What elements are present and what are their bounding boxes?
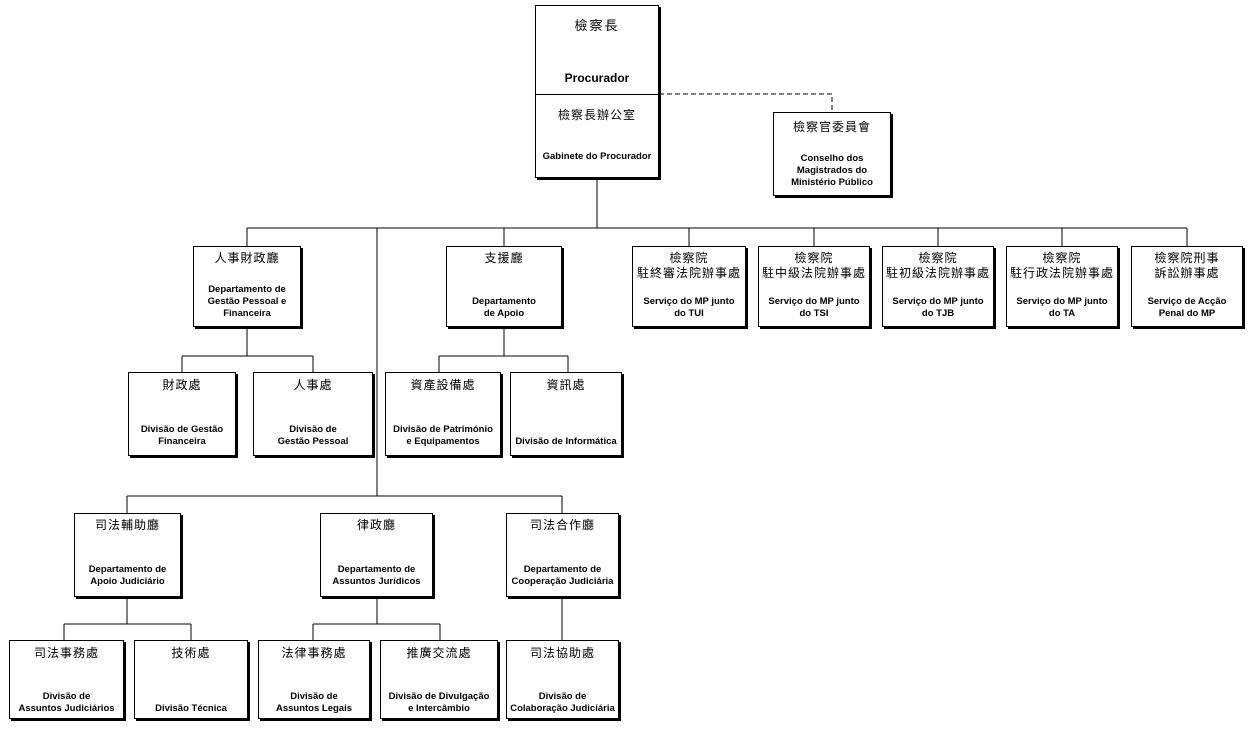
dept-judicial-cooperation-node: 司法合作廳 Departamento de Cooperação Judiciá… [506,513,619,597]
node-title-pt: Divisão de Informática [515,436,617,447]
node-title-zh: 司法事務處 [33,646,99,660]
procurator-node: 檢察長 Procurador 檢察長辦公室 Gabinete do Procur… [535,5,659,178]
node-title-pt: Divisão de Colaboração Judiciária [510,691,615,714]
div-judicial-collaboration-node: 司法協助處 Divisão de Colaboração Judiciária [506,640,619,719]
node-title-pt: Divisão de Gestão Financeira [140,424,224,447]
node-title-pt: Departamento de Apoio [472,296,536,319]
node-title-pt: Departamento de Gestão Pessoal e Finance… [207,284,287,319]
div-legal-affairs-node: 法律事務處 Divisão de Assuntos Legais [258,640,370,719]
div-personnel-node: 人事處 Divisão de Gestão Pessoal [253,372,373,456]
div-it-node: 資訊處 Divisão de Informática [510,372,622,456]
node-title-zh: 人事處 [293,378,333,392]
dept-legal-affairs-node: 律政廳 Departamento de Assuntos Jurídicos [320,513,433,597]
node-title-zh: 財政處 [162,378,202,392]
node-title-pt: Divisão Técnica [155,703,227,714]
div-assets-node: 資產設備處 Divisão de Património e Equipament… [385,372,501,456]
dept-support-node: 支援廳 Departamento de Apoio [446,246,562,327]
node-title-pt: Divisão de Assuntos Legais [275,691,353,714]
node-title-pt: Serviço do MP junto do TA [1016,296,1108,319]
node-title-pt: Departamento de Cooperação Judiciária [511,564,614,587]
node-title-zh: 資訊處 [546,378,586,392]
node-title-pt: Divisão de Assuntos Judiciários [18,691,115,714]
mp-tui-node: 檢察院 駐終審法院辦事處 Serviço do MP junto do TUI [632,246,746,327]
node-title-zh: 司法合作廳 [529,518,595,532]
council-title-zh: 檢察官委員會 [792,120,871,134]
node-title-pt: Divisão de Divulgação e Intercâmbio [388,691,490,714]
node-title-zh: 推廣交流處 [406,646,472,660]
node-title-zh: 檢察院 駐初級法院辦事處 [885,251,990,280]
node-title-pt: Serviço do MP junto do TSI [768,296,860,319]
node-title-zh: 檢察院 駐行政法院辦事處 [1009,251,1114,280]
dept-judicial-support-node: 司法輔助廳 Departamento de Apoio Judiciário [74,513,181,597]
council-node: 檢察官委員會 Conselho dos Magistrados do Minis… [773,112,891,196]
procurator-title-pt: Procurador [564,71,630,85]
node-title-zh: 檢察院 駐中級法院辦事處 [761,251,866,280]
cabinet-title-zh: 檢察長辦公室 [557,108,636,122]
div-dissemination-node: 推廣交流處 Divisão de Divulgação e Intercâmbi… [380,640,498,719]
node-title-zh: 技術處 [171,646,211,660]
node-title-pt: Divisão de Património e Equipamentos [393,424,493,447]
council-title-pt: Conselho dos Magistrados do Ministério P… [791,153,873,188]
node-title-zh: 資產設備處 [410,378,476,392]
node-title-zh: 支援廳 [484,251,524,265]
div-financial-node: 財政處 Divisão de Gestão Financeira [128,372,236,456]
node-title-pt: Departamento de Assuntos Jurídicos [332,564,421,587]
mp-ta-node: 檢察院 駐行政法院辦事處 Serviço do MP junto do TA [1006,246,1118,327]
mp-tjb-node: 檢察院 駐初級法院辦事處 Serviço do MP junto do TJB [882,246,994,327]
node-divider [536,94,658,95]
procurator-title-zh: 檢察長 [574,19,620,34]
node-title-pt: Divisão de Gestão Pessoal [277,424,349,447]
node-title-zh: 人事財政廳 [214,251,280,265]
node-title-zh: 司法協助處 [529,646,595,660]
cabinet-title-pt: Gabinete do Procurador [542,151,652,162]
node-title-pt: Serviço do MP junto do TJB [892,296,984,319]
mp-tsi-node: 檢察院 駐中級法院辦事處 Serviço do MP junto do TSI [758,246,870,327]
div-technical-node: 技術處 Divisão Técnica [134,640,248,719]
node-title-zh: 檢察院 駐終審法院辦事處 [636,251,741,280]
div-judicial-affairs-node: 司法事務處 Divisão de Assuntos Judiciários [9,640,124,719]
node-title-pt: Serviço do MP junto do TUI [643,296,735,319]
mp-penal-node: 檢察院刑事 訴訟辦事處 Serviço de Acção Penal do MP [1131,246,1243,327]
node-title-zh: 司法輔助廳 [94,518,160,532]
node-title-pt: Departamento de Apoio Judiciário [88,564,167,587]
node-title-zh: 法律事務處 [281,646,347,660]
node-title-zh: 檢察院刑事 訴訟辦事處 [1154,251,1220,280]
node-title-zh: 律政廳 [356,518,396,532]
dept-personnel-finance-node: 人事財政廳 Departamento de Gestão Pessoal e F… [193,246,301,327]
node-title-pt: Serviço de Acção Penal do MP [1147,296,1227,319]
